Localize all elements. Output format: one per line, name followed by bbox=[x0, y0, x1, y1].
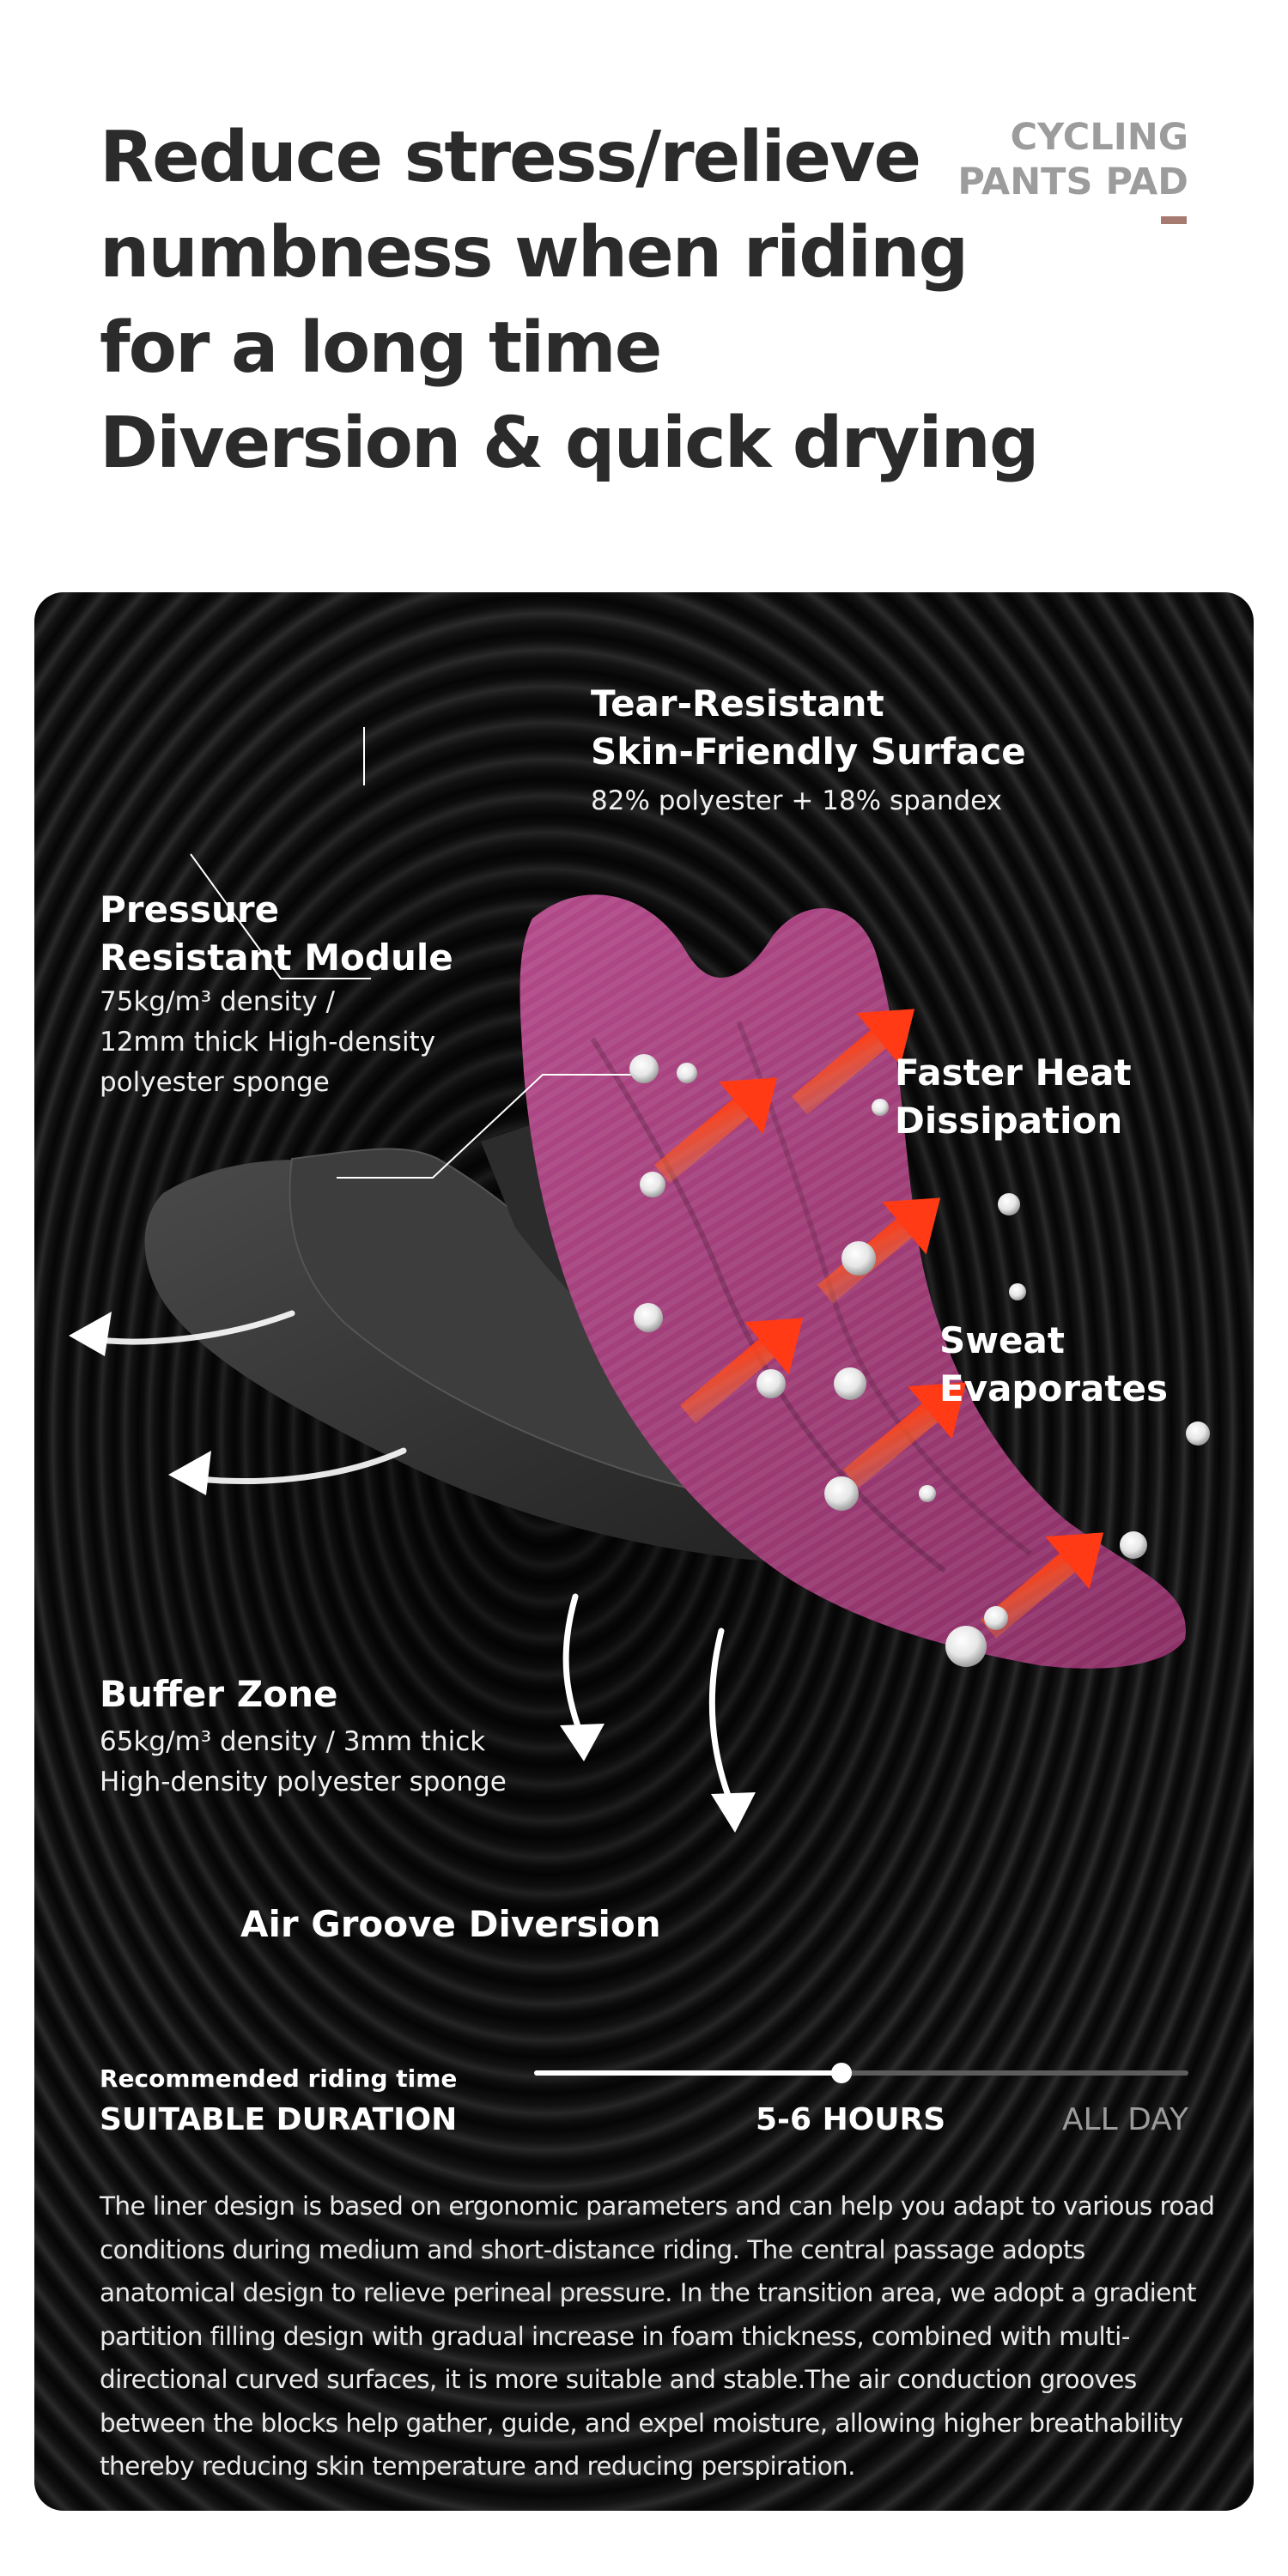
product-category-line-1: CYCLING bbox=[1010, 116, 1188, 159]
riding-duration: Recommended riding time SUITABLE DURATIO… bbox=[100, 2062, 457, 2143]
heat-callout: Faster Heat Dissipation bbox=[895, 1049, 1132, 1145]
accent-bar bbox=[1161, 216, 1187, 224]
heat-title-line-2: Dissipation bbox=[895, 1100, 1123, 1142]
pressure-callout: Pressure Resistant Module 75kg/m³ densit… bbox=[100, 886, 453, 1103]
buffer-title: Buffer Zone bbox=[100, 1673, 338, 1715]
duration-slider-thumb bbox=[831, 2063, 853, 2083]
headline-line-3: for a long time bbox=[100, 307, 662, 389]
duration-slider-track bbox=[534, 2063, 1188, 2083]
headline-line-4: Diversion & quick drying bbox=[100, 403, 1040, 484]
sweat-title-line-2: Evaporates bbox=[939, 1367, 1168, 1409]
duration-current-value: 5-6 HOURS bbox=[756, 2102, 946, 2137]
heat-arrow-1 bbox=[654, 1077, 778, 1184]
product-category-tag: CYCLING PANTS PAD bbox=[957, 115, 1188, 204]
headline: Reduce stress/relieve numbness when ridi… bbox=[100, 110, 1040, 491]
heat-arrow-2 bbox=[792, 1009, 915, 1115]
surface-callout: Tear-Resistant Skin-Friendly Surface 82%… bbox=[591, 680, 1026, 821]
buffer-leader-line bbox=[337, 1074, 637, 1179]
heat-title-line-1: Faster Heat bbox=[895, 1052, 1132, 1094]
sweat-droplets bbox=[629, 1054, 1210, 1667]
sweat-callout: Sweat Evaporates bbox=[939, 1317, 1168, 1413]
duration-max-label: ALL DAY bbox=[1061, 2102, 1188, 2137]
pressure-title-line-2: Resistant Module bbox=[100, 936, 453, 979]
heat-arrow-4 bbox=[680, 1318, 804, 1424]
buffer-desc-line-2: High-density polyester sponge bbox=[100, 1767, 507, 1797]
pressure-desc-line-2: 12mm thick High-density bbox=[100, 1027, 436, 1058]
air-groove-callout: Air Groove Diversion bbox=[240, 1900, 661, 1949]
pressure-title-line-1: Pressure bbox=[100, 888, 280, 930]
duration-caption: Recommended riding time bbox=[100, 2064, 458, 2093]
design-description: The liner design is based on ergonomic p… bbox=[100, 2191, 1215, 2481]
duration-slider-fill bbox=[534, 2070, 842, 2076]
surface-desc: 82% polyester + 18% spandex bbox=[591, 785, 1003, 816]
headline-line-1: Reduce stress/relieve bbox=[100, 117, 921, 198]
airflow-arrow-down-2 bbox=[708, 1627, 756, 1833]
headline-line-2: numbness when riding bbox=[100, 212, 969, 294]
airflow-arrow-down-1 bbox=[560, 1593, 605, 1761]
product-category-line-2: PANTS PAD bbox=[957, 161, 1188, 203]
surface-title-line-2: Skin-Friendly Surface bbox=[591, 730, 1026, 773]
pressure-leader-line bbox=[190, 853, 371, 979]
airflow-arrow-left-2 bbox=[168, 1447, 407, 1495]
pressure-desc-line-3: polyester sponge bbox=[100, 1067, 330, 1098]
air-groove-title: Air Groove Diversion bbox=[240, 1903, 661, 1945]
pressure-desc-line-1: 75kg/m³ density / bbox=[100, 986, 335, 1017]
feature-panel: Tear-Resistant Skin-Friendly Surface 82%… bbox=[34, 592, 1254, 2511]
buffer-desc-line-1: 65kg/m³ density / 3mm thick bbox=[100, 1726, 486, 1757]
buffer-callout: Buffer Zone 65kg/m³ density / 3mm thick … bbox=[100, 1670, 507, 1803]
surface-title-line-1: Tear-Resistant bbox=[591, 682, 884, 724]
sweat-title-line-1: Sweat bbox=[939, 1319, 1065, 1361]
airflow-arrow-left-1 bbox=[69, 1310, 295, 1356]
duration-heading: SUITABLE DURATION bbox=[100, 2102, 458, 2137]
cycling-pad-illustration bbox=[69, 727, 1210, 1833]
heat-arrow-5 bbox=[843, 1382, 967, 1488]
